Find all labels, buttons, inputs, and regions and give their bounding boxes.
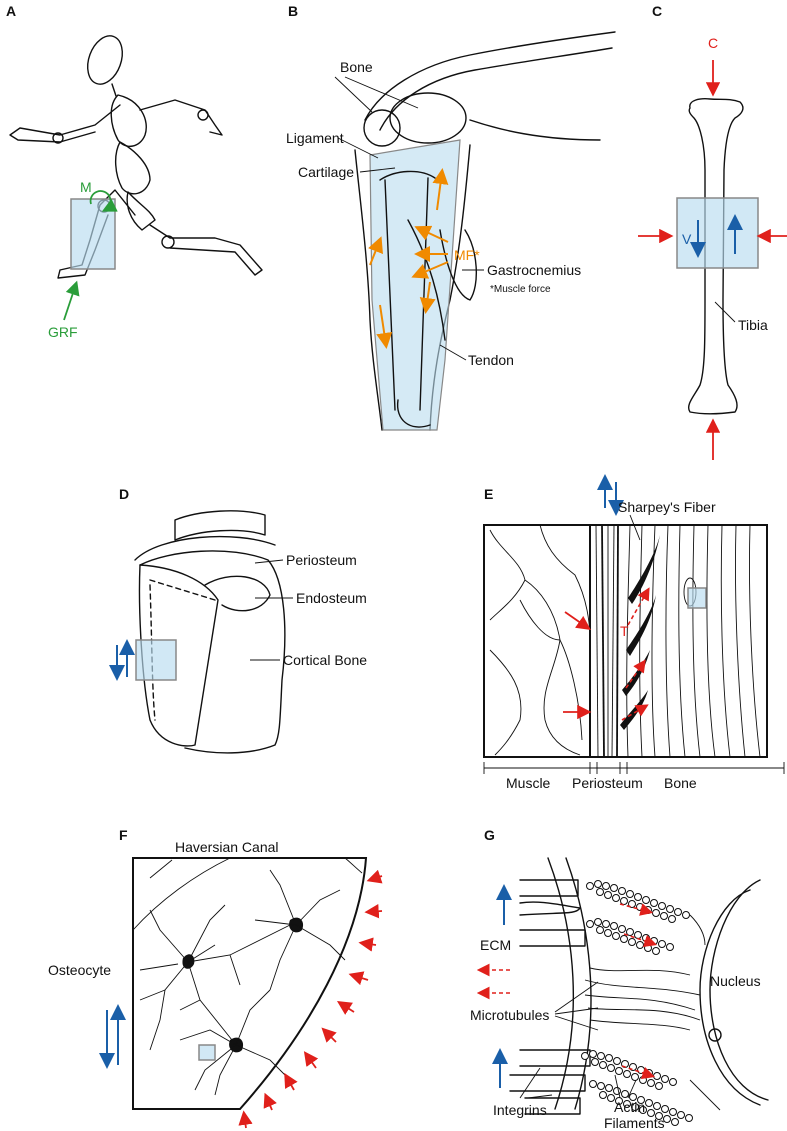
bone-leader-line bbox=[334, 76, 373, 113]
panel-b-letter: B bbox=[288, 3, 298, 19]
tension-arrows bbox=[621, 587, 650, 721]
tendon-label: Tendon bbox=[468, 352, 514, 368]
panel-c-letter: C bbox=[652, 3, 662, 19]
muscle-force-arrows bbox=[368, 168, 449, 349]
bone-lamellae-drawing bbox=[626, 524, 761, 758]
knee-leg-drawing bbox=[354, 31, 616, 431]
bone-cylinder-drawing bbox=[134, 510, 286, 754]
shear-label: V bbox=[682, 231, 692, 247]
tibia-leader-line bbox=[714, 301, 736, 323]
moment-label: M bbox=[80, 179, 92, 195]
osteocyte-leader-line bbox=[139, 963, 179, 971]
gastrocnemius-label: Gastrocnemius bbox=[487, 262, 581, 278]
bone-label: Bone bbox=[340, 59, 373, 75]
tibia-label: Tibia bbox=[738, 317, 768, 333]
panel-f-letter: F bbox=[119, 827, 128, 843]
microtubules-label: Microtubules bbox=[470, 1007, 549, 1023]
sharpeys-fiber-leader-line bbox=[629, 514, 641, 541]
moment-arrow-icon bbox=[89, 190, 118, 212]
integrins-drawing bbox=[509, 879, 591, 1115]
periosteum-label: Periosteum bbox=[286, 552, 357, 568]
panel-d-highlight-box bbox=[135, 639, 177, 681]
grf-label: GRF bbox=[48, 324, 78, 340]
actin-filaments-drawing bbox=[581, 880, 693, 1126]
muscle-label: Muscle bbox=[506, 775, 551, 791]
filaments-label: Filaments bbox=[604, 1115, 665, 1131]
panel-a-highlight-box bbox=[70, 198, 116, 270]
tension-label: T bbox=[620, 623, 629, 639]
panel-d: D Periosteum Endosteum Cortical Bone bbox=[109, 486, 367, 754]
panel-e: E bbox=[483, 474, 785, 791]
tendon-leader-line bbox=[439, 344, 467, 361]
panel-g: G bbox=[470, 827, 769, 1131]
panel-d-letter: D bbox=[119, 486, 129, 502]
endosteum-label: Endosteum bbox=[296, 590, 367, 606]
ecm-label: ECM bbox=[480, 937, 511, 953]
panel-e-frame bbox=[483, 524, 768, 758]
panel-a: A M GRF bbox=[6, 3, 263, 340]
tibia-bone-outline bbox=[688, 98, 744, 415]
panel-f-highlight-box bbox=[198, 1044, 216, 1061]
microtubules-leader-line bbox=[554, 981, 599, 1013]
bone-label: Bone bbox=[664, 775, 697, 791]
panel-b: B Bone Ligament Cartilage bbox=[286, 3, 616, 431]
panel-g-letter: G bbox=[484, 827, 495, 843]
integrins-leader-line bbox=[519, 1067, 541, 1099]
cortical-bone-label: Cortical Bone bbox=[283, 652, 367, 668]
actin-label: Actin bbox=[614, 1099, 645, 1115]
haversian-canal-label: Haversian Canal bbox=[175, 839, 279, 855]
muscle-force-footnote: *Muscle force bbox=[490, 284, 551, 295]
ground-reaction-force-arrow-icon bbox=[63, 280, 80, 321]
ligament-label: Ligament bbox=[286, 130, 344, 146]
panel-e-highlight-box bbox=[687, 587, 707, 609]
sharpeys-fiber-label: Sharpey's Fiber bbox=[618, 499, 716, 515]
cell-membrane-drawing bbox=[547, 857, 769, 1110]
cartilage-label: Cartilage bbox=[298, 164, 354, 180]
panel-e-scale-bar bbox=[483, 762, 785, 774]
periosteum-fibers-drawing bbox=[589, 524, 619, 758]
running-mannequin-figure bbox=[9, 35, 263, 279]
muscle-cells-drawing bbox=[489, 524, 591, 756]
panel-f: F Haversian Canal bbox=[48, 827, 383, 1129]
osteocyte-network-drawing bbox=[139, 869, 346, 1096]
periosteum-leader-line bbox=[254, 559, 284, 564]
compression-label: C bbox=[708, 35, 718, 51]
ecm-strain-arrows bbox=[476, 903, 658, 1080]
panel-a-letter: A bbox=[6, 3, 16, 19]
panel-c: C C V Tibia bbox=[638, 3, 787, 460]
muscle-pull-arrow-icon bbox=[564, 611, 591, 631]
ligament-leader-line bbox=[337, 137, 379, 159]
osteocyte-label: Osteocyte bbox=[48, 962, 111, 978]
nucleus-label: Nucleus bbox=[710, 973, 761, 989]
actin-filaments-leader-line bbox=[614, 1074, 621, 1099]
haversian-canal-leader-line bbox=[149, 859, 173, 879]
periosteum-label: Periosteum bbox=[572, 775, 643, 791]
cartilage-leader-line bbox=[359, 167, 396, 173]
panel-f-frame bbox=[132, 857, 368, 1110]
integrins-label: Integrins bbox=[493, 1102, 547, 1118]
muscle-force-label: MF* bbox=[454, 247, 480, 263]
panel-e-letter: E bbox=[484, 486, 493, 502]
microtubules-drawing bbox=[584, 914, 721, 1111]
fluid-pressure-arrows bbox=[238, 869, 383, 1129]
